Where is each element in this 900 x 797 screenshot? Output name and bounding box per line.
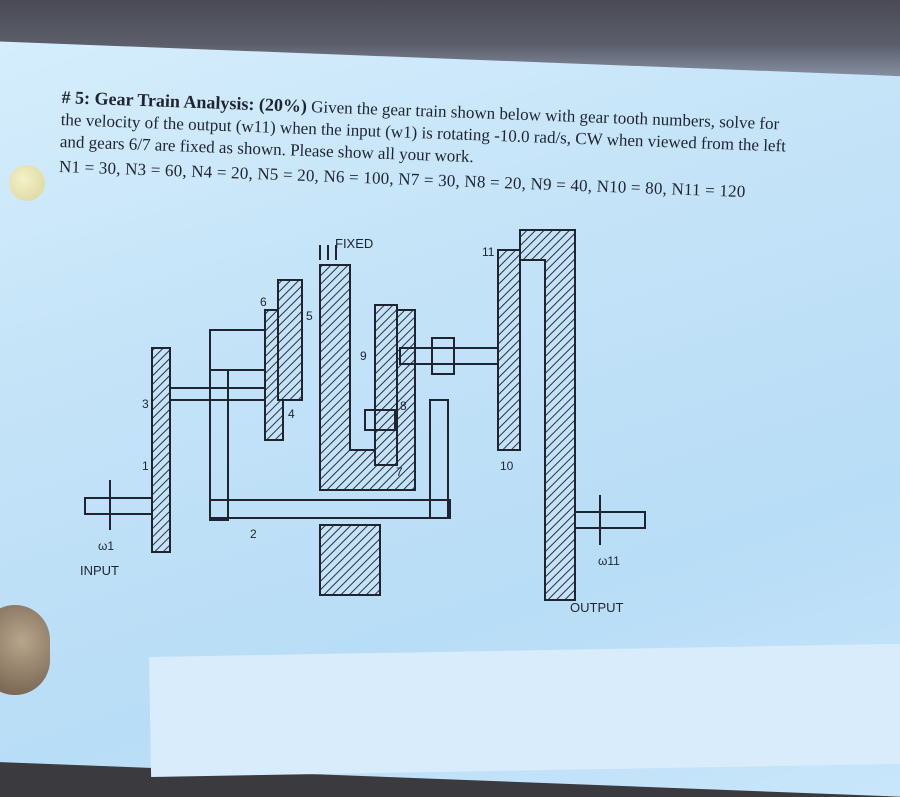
ground-support	[319, 524, 381, 596]
input-shaft	[84, 497, 156, 515]
fixed-label: FIXED	[335, 236, 373, 251]
thumb	[0, 605, 50, 695]
gear-train-diagram: FIXED INPUT OUTPUT ω1 ω11 1 2 3 4 5 6 7 …	[80, 229, 646, 615]
label-gear-7: 7	[396, 465, 403, 479]
label-gear-3: 3	[142, 397, 149, 411]
carrier-right	[429, 399, 449, 519]
gear-1	[151, 347, 171, 553]
label-gear-5: 5	[306, 309, 313, 323]
gear-5	[277, 279, 303, 401]
label-gear-4: 4	[288, 407, 295, 421]
omega-output: ω11	[598, 554, 620, 568]
fixed-gear-6	[319, 264, 416, 491]
label-gear-8: 8	[400, 399, 407, 413]
gear-8	[364, 409, 396, 431]
gear-9	[374, 304, 398, 466]
carrier-bottom	[209, 499, 451, 519]
shaft-3	[169, 387, 271, 401]
label-gear-10: 10	[500, 459, 514, 473]
omega-input: ω1	[98, 539, 114, 553]
carrier-left	[209, 369, 229, 521]
output-gear-11	[519, 229, 576, 601]
output-shaft	[574, 511, 646, 529]
punch-hole	[9, 165, 45, 201]
label-gear-11: 11	[482, 245, 495, 259]
output-label: OUTPUT	[570, 600, 624, 615]
paper-sheet-under	[149, 643, 900, 777]
gear-10	[497, 249, 521, 451]
label-gear-6: 6	[260, 295, 267, 309]
label-gear-2: 2	[250, 527, 257, 541]
label-gear-1: 1	[142, 459, 149, 473]
label-gear-9: 9	[360, 349, 367, 363]
bearing	[431, 337, 455, 375]
input-label: INPUT	[80, 563, 119, 578]
